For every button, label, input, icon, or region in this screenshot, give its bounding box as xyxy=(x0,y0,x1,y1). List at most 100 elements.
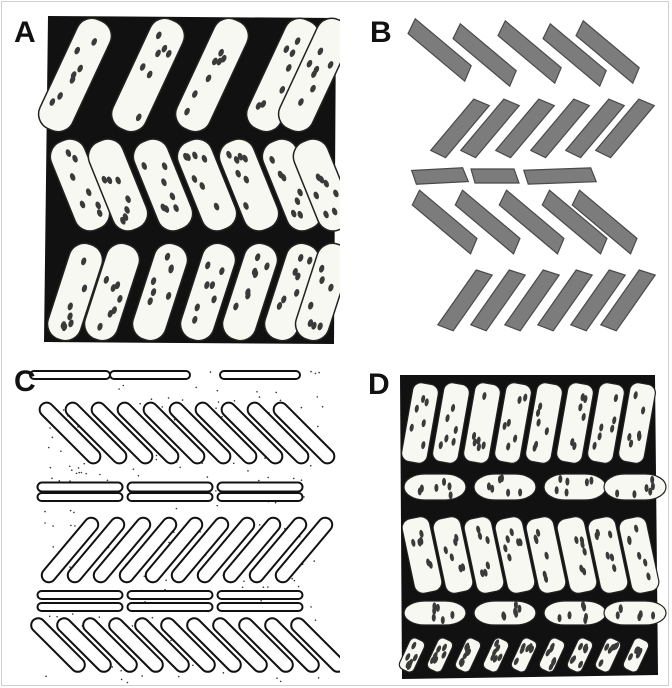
panel-d-pore xyxy=(651,612,655,620)
panel-c-rod xyxy=(218,483,303,492)
panel-c-stipple xyxy=(49,427,51,429)
panel-d-pore xyxy=(441,616,445,624)
panel-d-cell xyxy=(404,474,466,500)
panel-c-stipple xyxy=(112,666,114,668)
panel-c-stipple xyxy=(107,479,109,481)
panel-c-stipple xyxy=(318,677,320,679)
panel-d-cell-body xyxy=(604,601,666,625)
panel-c-stipple xyxy=(234,400,236,402)
panel-c-stipple xyxy=(280,400,282,402)
panel-c-stipple xyxy=(291,578,293,580)
panel-c-stipple xyxy=(45,675,47,677)
panel-c-stipple xyxy=(162,406,164,408)
panel-b-label: B xyxy=(370,18,392,48)
panel-c-stipple xyxy=(52,525,54,527)
panel-d-pore xyxy=(584,613,588,621)
panel-d-pore xyxy=(490,485,494,493)
panel-c-stipple xyxy=(216,505,218,507)
panel-c-rod xyxy=(128,603,213,611)
panel-c-stipple xyxy=(315,373,317,375)
panel-d-pore xyxy=(585,478,589,486)
panel-c-rod-shape xyxy=(30,371,110,379)
panel-c-stipple xyxy=(260,600,262,602)
panel-c-stipple xyxy=(122,385,124,387)
panel-c-stipple xyxy=(78,467,80,469)
panel-d-cell-body xyxy=(544,601,606,625)
panel-c-rod xyxy=(38,493,123,501)
panel-c-rod-shape xyxy=(38,493,123,501)
panel-c-stipple xyxy=(316,396,318,398)
panel-c-rod-shape xyxy=(128,603,213,611)
panel-c-stipple xyxy=(210,371,212,373)
panel-c-stipple xyxy=(310,371,312,373)
panel-b-plate xyxy=(524,168,596,185)
panel-c-stipple xyxy=(258,480,260,482)
panel-d-cell xyxy=(404,601,466,625)
panel-d-cell xyxy=(604,601,666,625)
panel-d-pore xyxy=(432,614,436,622)
panel-c-stipple xyxy=(69,566,71,568)
panel-c-stipple xyxy=(56,616,58,618)
panel-b-plate-shape xyxy=(471,169,519,183)
panel-c-rod xyxy=(218,603,303,611)
panel-c-rod-shape xyxy=(218,591,303,599)
panel-c-drawing xyxy=(0,345,340,685)
panel-c-stipple xyxy=(176,508,178,510)
panel-c-stipple xyxy=(52,437,54,439)
panel-d-cell-body xyxy=(474,474,536,500)
panel-c-rod-shape xyxy=(38,591,123,599)
panel-d-pore xyxy=(568,611,572,619)
panel-d-pore xyxy=(506,489,510,497)
panel-a-label: A xyxy=(14,18,36,48)
panel-d-pore xyxy=(639,610,643,618)
panel-d-pore xyxy=(434,484,438,492)
panel-d-pore xyxy=(447,482,451,490)
panel-d-pore xyxy=(436,604,440,612)
panel-d-pore xyxy=(581,601,585,609)
panel-c-stipple xyxy=(195,387,197,389)
panel-d-pore xyxy=(514,601,518,609)
panel-b-plate xyxy=(471,169,519,183)
panel-c-stipple xyxy=(99,616,101,618)
panel-c-rod-shape xyxy=(128,493,213,501)
panel-d-label: D xyxy=(368,370,390,400)
panel-c-stipple xyxy=(151,398,153,400)
panel-c: C xyxy=(0,345,340,685)
panel-c-stipple xyxy=(298,586,300,588)
panel-c-stipple xyxy=(156,455,158,457)
panel-d-pore xyxy=(517,605,521,613)
panel-d-pore xyxy=(565,489,569,497)
panel-c-stipple xyxy=(76,473,78,475)
panel-c-stipple xyxy=(78,472,80,474)
panel-c-stipple xyxy=(259,396,261,398)
panel-c-stipple xyxy=(81,472,83,474)
panel-d-pore xyxy=(432,602,436,610)
panel-c-stipple xyxy=(215,407,217,409)
panel-c-stipple xyxy=(74,525,76,527)
panel-c-stipple xyxy=(315,619,317,621)
panel-c-stipple xyxy=(73,512,75,514)
panel-c-rod xyxy=(30,371,110,379)
panel-c-rod xyxy=(218,493,303,501)
panel-c-rod xyxy=(38,603,123,611)
panel-c-stipple xyxy=(317,426,319,428)
panel-c-stipple xyxy=(310,606,312,608)
panel-c-stipple xyxy=(243,580,245,582)
panel-c-rod xyxy=(110,371,190,379)
panel-c-stipple xyxy=(179,467,181,469)
panel-c-stipple xyxy=(51,478,53,480)
panel-c-rod xyxy=(128,493,213,501)
panel-c-stipple xyxy=(168,397,170,399)
panel-c-stipple xyxy=(132,625,134,627)
panel-c-stipple xyxy=(178,676,180,678)
panel-c-stipple xyxy=(58,480,60,482)
panel-c-rod xyxy=(128,483,213,492)
panel-c-rod xyxy=(220,371,300,379)
panel-d-cell xyxy=(544,601,606,625)
panel-c-rod xyxy=(38,483,123,492)
panel-c-stipple xyxy=(182,399,184,401)
panel-b-drawing xyxy=(340,0,670,345)
panel-d-pore xyxy=(619,605,623,613)
panel-d-pore xyxy=(648,488,652,496)
panel-c-stipple xyxy=(217,390,219,392)
